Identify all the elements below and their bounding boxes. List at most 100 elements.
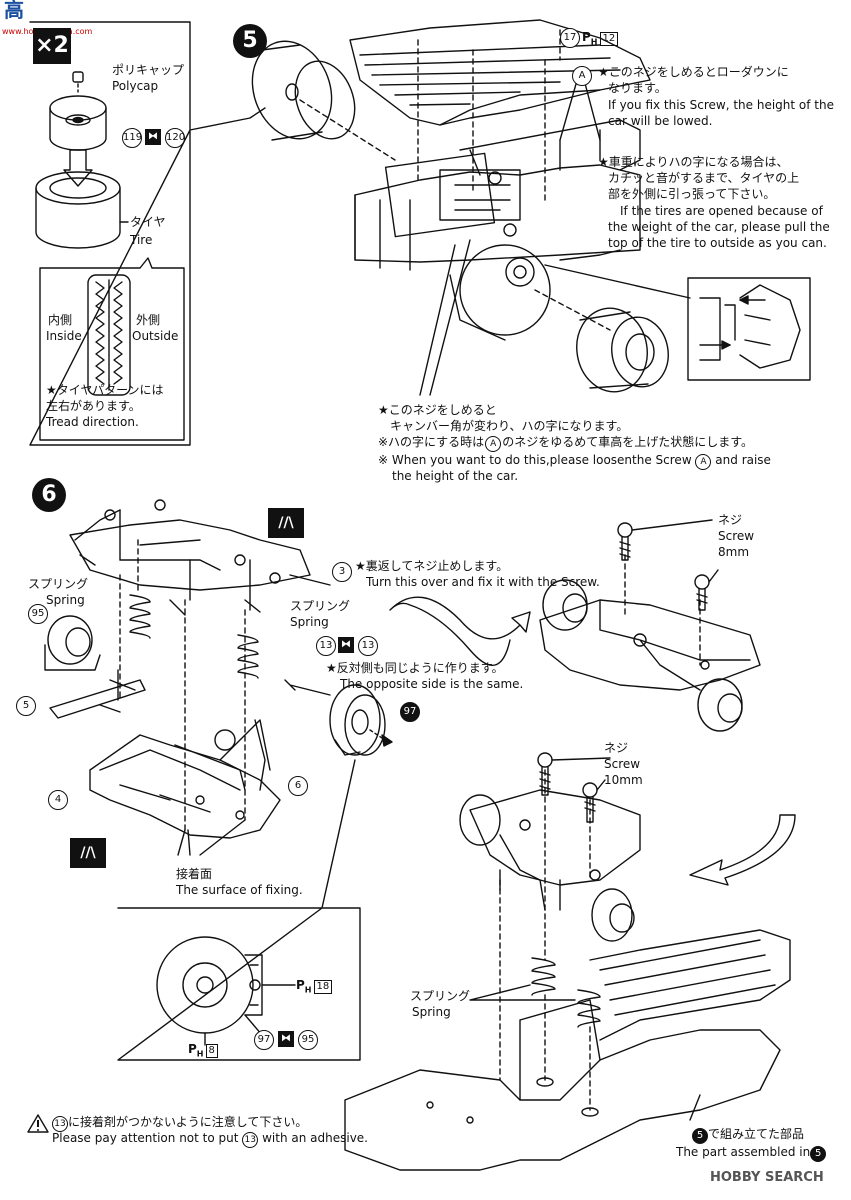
spring-bottom-en: Spring: [412, 1005, 451, 1019]
outside-label-en: Outside: [132, 329, 179, 343]
screw-10-jp: ネジ: [604, 741, 629, 755]
spring-mid-en: Spring: [290, 615, 329, 629]
lower-arm-4: [89, 719, 281, 839]
screw-8-en: Screw: [718, 529, 755, 543]
polycap-part: [72, 71, 84, 93]
watermark-bottom-right: HOBBY SEARCH: [710, 1170, 824, 1185]
opposite-en: The opposite side is the same.: [340, 677, 524, 691]
tire-97: [329, 684, 386, 756]
adhesive-logo-top: //\: [268, 508, 304, 538]
part-13a: 13: [316, 636, 336, 656]
turn-over-jp: ★裏返してネジ止めします。: [355, 559, 509, 573]
camber-note-jp1: ★このネジをしめると: [378, 403, 497, 417]
pull-tire-detail: [687, 277, 811, 381]
tires-note-en3: top of the tire to outside as you can.: [608, 236, 827, 250]
assembly-right-bottom: [459, 789, 641, 942]
step-5-number: 5: [233, 24, 267, 58]
watermark-top-left: 高: [4, 0, 24, 22]
spring-left-en: Spring: [46, 593, 85, 607]
camber-note-en1: ※ When you want to do this,please loosen…: [378, 452, 771, 470]
tread-note-jp1: ★タイヤパターンには: [46, 383, 164, 397]
part-3: 3: [332, 562, 352, 582]
part-13b: 13: [358, 636, 378, 656]
screws-10mm: [537, 752, 598, 823]
polycap-label-jp: ポリキャップ: [112, 63, 185, 77]
lowdown-note-jp1: ★このネジをしめるとローダウンに: [598, 65, 789, 79]
chassis-shell: [349, 19, 651, 126]
tread-detail-frame: [39, 257, 185, 441]
tire-label-jp: タイヤ: [130, 215, 166, 229]
part-119: 119: [122, 128, 142, 148]
tires-note-en1: If the tires are opened because of: [620, 204, 823, 218]
screw-8-size: 8mm: [718, 545, 750, 559]
screws-8mm: [617, 522, 710, 611]
part-17: 17: [560, 28, 580, 48]
assembly-right-top: [539, 579, 761, 732]
front-suspension-assembly: [354, 119, 641, 341]
adhesive-logo-bottom: //\: [70, 838, 106, 868]
inside-label-en: Inside: [46, 329, 82, 343]
caution-en: Please pay attention not to put 13 with …: [52, 1130, 368, 1148]
tires-note-jp3: 部を外側に引っ張って下さい。: [608, 187, 776, 201]
upper-arm-frame: [69, 499, 331, 616]
chassis-lower: [344, 929, 791, 1171]
fixing-surface-en: The surface of fixing.: [176, 883, 303, 897]
screw-8-jp: ネジ: [718, 513, 743, 527]
lowdown-note-jp2: なります。: [608, 81, 667, 95]
label-a: A: [572, 66, 592, 86]
springs-right: [531, 957, 601, 1028]
tire-lower: [576, 307, 669, 393]
camber-note-jp2: キャンバー角が変わり、ハの字になります。: [390, 419, 629, 433]
part-97: 97: [400, 702, 420, 722]
bowtie-icon: ⧓: [145, 129, 161, 145]
assembly-arrow: [689, 814, 796, 886]
screw-10-en: Screw: [604, 757, 641, 771]
wheel-detail-frame: [117, 759, 361, 1061]
inside-label-jp: 内側: [48, 313, 73, 327]
step-6-number: 6: [32, 478, 66, 512]
detail-part-97: 97: [254, 1030, 274, 1050]
springs-left: [129, 594, 259, 679]
wheel-part: [49, 95, 107, 151]
tires-note-en2: the weight of the car, please pull the: [608, 220, 830, 234]
outside-label-jp: 外側: [136, 313, 161, 327]
part-120: 120: [165, 128, 185, 148]
fixing-surface-jp: 接着面: [176, 867, 213, 881]
lowdown-note-en1: If you fix this Screw, the height of the: [608, 98, 834, 112]
part-5: 5: [16, 696, 36, 716]
turn-over-en: Turn this over and fix it with the Screw…: [366, 575, 600, 589]
tire-label-en: Tire: [130, 233, 153, 247]
tires-note-jp2: カチッと音がするまで、タイヤの上: [608, 171, 800, 185]
spring-left-jp: スプリング: [28, 577, 89, 591]
bowtie-icon-2: ⧓: [338, 637, 354, 653]
part-6: 6: [288, 776, 308, 796]
part-4: 4: [48, 790, 68, 810]
tread-note-en: Tread direction.: [46, 415, 139, 429]
opposite-jp: ★反対側も同じように作ります。: [326, 661, 504, 675]
hub-95: [44, 615, 101, 671]
tires-note-jp1: ★車重によりハの字になる場合は、: [598, 155, 789, 169]
tire-assembly-frame: [29, 21, 266, 446]
screw-10-size: 10mm: [604, 773, 643, 787]
polycap-label-en: Polycap: [112, 79, 159, 93]
part-5-shaft: [49, 679, 146, 719]
tire-part: [35, 171, 121, 249]
tread-pattern: [87, 274, 131, 396]
insert-arrow: [63, 149, 93, 187]
detail-part-95: 95: [298, 1030, 318, 1050]
part-95: 95: [28, 604, 48, 624]
tread-note-jp2: 左右があります。: [46, 399, 141, 413]
tire-upper: [251, 40, 356, 141]
lowdown-note-en2: car will be lowed.: [608, 114, 713, 128]
multiplier-badge: ×2: [33, 28, 71, 64]
turn-over-arrow: [389, 596, 531, 666]
bowtie-icon-3: ⧓: [278, 1031, 294, 1047]
